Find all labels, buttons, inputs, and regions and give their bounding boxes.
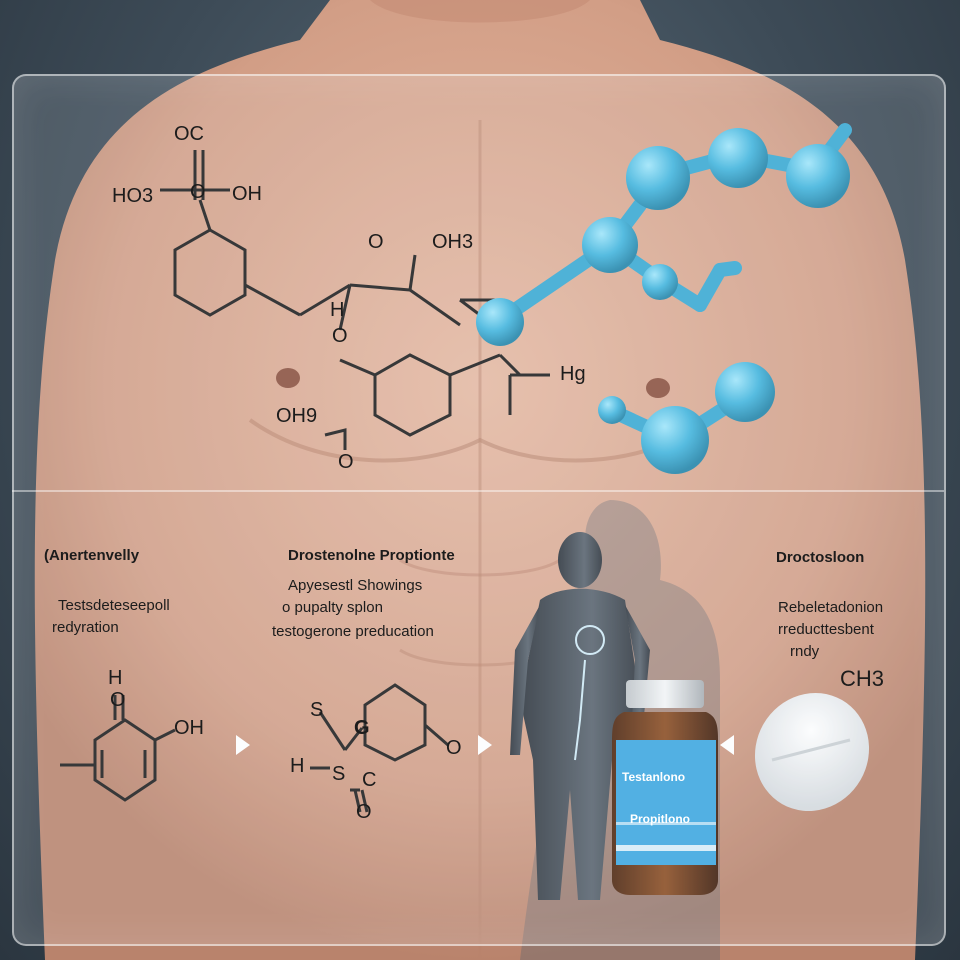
column-2-line-3: testogerone preducation [272,623,434,640]
mid-atom-label-s: S [310,699,324,721]
mid-atom-label-o2: O [356,801,372,823]
atom-label-o: O [190,181,206,203]
top-skeletal-structure [160,150,550,450]
arrow-right-2 [478,735,492,755]
column-3-heading: Droctosloon [776,549,865,566]
mid-atom-label-s2: S [332,763,346,785]
column-2-heading: Drostenolne Proptionte [288,547,455,564]
mid-atom-label-o: O [446,737,462,759]
blue-molecule-model [476,123,852,474]
column-1-line-1: Testsdeteseepoll [58,597,170,614]
white-pill [754,692,870,812]
mid-atom-label-h: H [290,755,305,777]
left-atom-label-h: H [108,667,123,689]
atom-label-h: H [330,299,345,321]
atom-label-oh3: OH3 [432,231,474,253]
atom-label-hg: Hg [560,363,586,385]
column-1-heading: (Anertenvelly [44,547,140,564]
column-3-line-3: rndy [790,643,820,660]
left-atom-label-oh: OH [174,717,204,739]
column-1-line-2: redyration [52,619,119,636]
atom-label-oh9: OH9 [276,405,318,427]
atom-label-ho3: HO3 [112,185,154,207]
left-atom-label-o: O [110,689,126,711]
flow-arrows [236,735,734,755]
mid-atom-label-g: G [354,717,370,739]
column-2-line-1: Apyesestl Showings [288,577,423,594]
middle-skeletal-structure [310,683,449,813]
ch3-label: CH3 [840,666,885,691]
medicine-bottle [612,680,718,895]
arrow-left-3 [720,735,734,755]
column-2-line-2: o pupalty splon [282,599,383,616]
bottle-label-line-2: Propitlono [630,812,690,826]
atom-label-oc: OC [174,123,204,145]
column-3-line-2: rreducttesbent [778,621,874,638]
atom-label-o4: O [338,451,354,473]
atom-label-oh: OH [232,183,262,205]
column-3-line-1: Rebeletadonion [778,599,884,616]
left-skeletal-structure [60,695,176,802]
arrow-right-1 [236,735,250,755]
atom-label-o3: O [332,325,348,347]
panel-divider [12,490,944,492]
atom-label-o2: O [368,231,384,253]
glass-overlay-panel [12,74,946,946]
mid-atom-label-c: C [362,769,377,791]
bottle-label-line-1: Testanlono [622,770,686,784]
